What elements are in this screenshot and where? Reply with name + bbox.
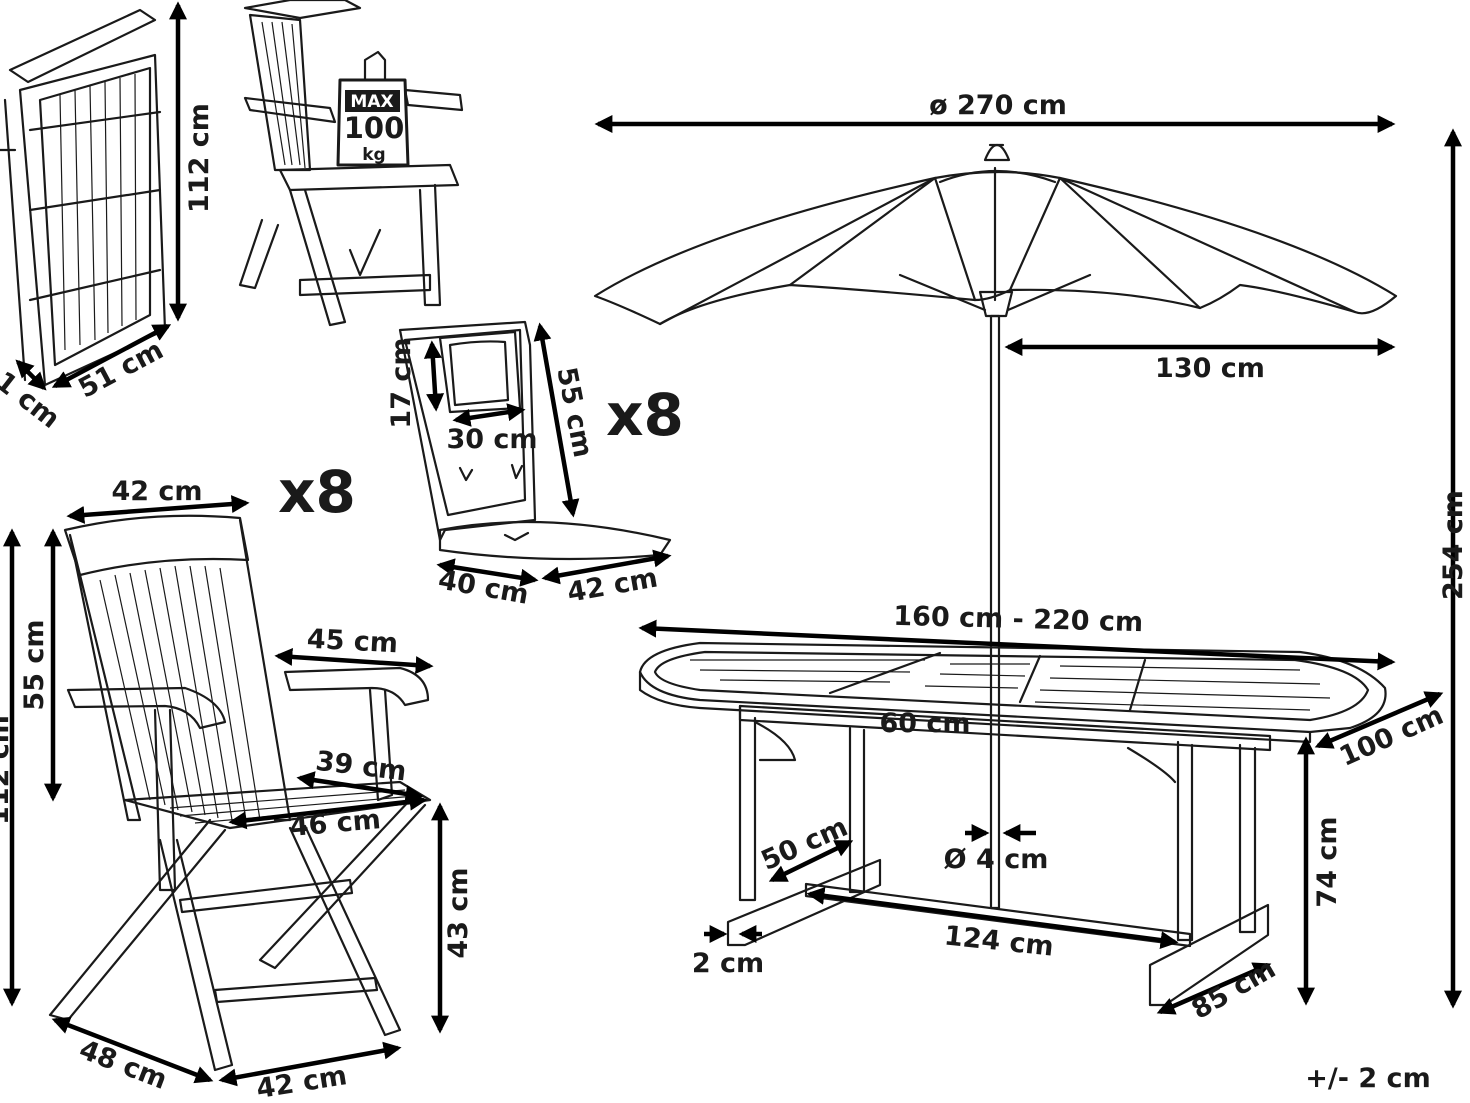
cushion-pillow-width-label: 30 cm: [446, 424, 537, 455]
large-chair-drawing: [48, 514, 432, 1072]
max-load-value: 100: [344, 111, 405, 145]
chair-total-height-label: 112 cm: [0, 715, 15, 825]
folded-height-label: 112 cm: [184, 103, 215, 213]
umbrella-drawing: [593, 143, 1398, 910]
folded-chair-drawing: [0, 8, 167, 387]
leg-thickness-label: 2 cm: [692, 948, 764, 979]
cushion-width-label: 42 cm: [565, 562, 660, 608]
table-drawing: [638, 641, 1387, 1007]
umbrella-radius-label: 130 cm: [1155, 353, 1265, 384]
cushion-pillow-height-label: 17 cm: [386, 337, 417, 428]
cushion-back-height-label: 55 cm: [550, 365, 598, 460]
chair-base-depth-label: 48 cm: [75, 1034, 171, 1096]
dimension-labels: ø 270 cm 130 cm 254 cm 160 cm - 220 cm 6…: [0, 90, 1469, 1103]
leg-depth-label: 50 cm: [757, 812, 853, 877]
max-load-unit: kg: [362, 145, 385, 165]
umbrella-diameter-label: ø 270 cm: [929, 90, 1067, 121]
folded-width-label: 51 cm: [74, 334, 169, 404]
chair-with-weight-drawing: [238, 0, 464, 327]
tolerance-label: +/- 2 cm: [1305, 1063, 1430, 1094]
table-width-label: 100 cm: [1335, 700, 1448, 773]
table-length-label: 160 cm - 220 cm: [893, 601, 1144, 639]
table-extension-label: 60 cm: [879, 708, 970, 739]
chair-armrest-length-label: 45 cm: [306, 624, 399, 660]
umbrella-height-label: 254 cm: [1438, 490, 1469, 600]
chair-seat-height-label: 43 cm: [443, 867, 474, 958]
table-height-label: 74 cm: [1312, 816, 1343, 907]
chair-seat-width-label: 46 cm: [289, 804, 382, 843]
chair-back-height-label: 55 cm: [19, 619, 50, 710]
chair-top-width-label: 42 cm: [111, 476, 202, 507]
chair-base-width-label: 42 cm: [254, 1060, 349, 1103]
cushion-depth-label: 40 cm: [436, 564, 531, 610]
cushion-quantity-label: x8: [606, 381, 684, 449]
foot-length-label: 85 cm: [1187, 953, 1281, 1025]
dimension-arrows: [3, 1, 1462, 1087]
pole-diameter-label: Ø 4 cm: [944, 844, 1049, 875]
max-load-badge: MAX 100 kg: [336, 50, 410, 167]
chair-quantity-label: x8: [278, 458, 356, 526]
max-load-title: MAX: [350, 92, 393, 112]
